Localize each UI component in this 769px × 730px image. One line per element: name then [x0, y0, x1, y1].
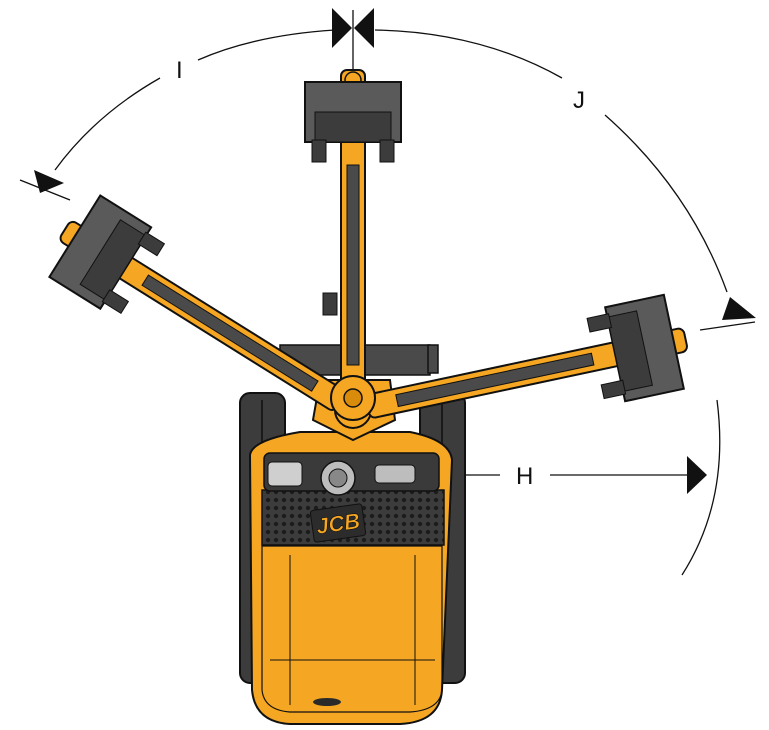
arrowhead-top-left [332, 8, 352, 48]
label-j: J [573, 87, 585, 114]
arrowhead-h-right [687, 456, 707, 494]
arrowhead-i-end [34, 170, 64, 193]
gauge-cluster [267, 461, 303, 487]
arrowhead-j-end [722, 297, 756, 320]
boom-left [48, 194, 346, 411]
dimension-arc-j-upper [374, 29, 563, 79]
boom-center [304, 69, 402, 396]
jcb-logo: JCB [309, 503, 367, 543]
rear-lamp [313, 698, 341, 706]
boom-right [365, 293, 688, 419]
dimension-arc-i-upper [197, 29, 336, 61]
label-i: I [176, 57, 183, 84]
switch-panel [374, 464, 416, 484]
dimension-arc-i-lower [54, 77, 161, 171]
arrowhead-top-right [354, 8, 374, 48]
canopy-outline [261, 545, 443, 713]
boom-hub [330, 375, 376, 421]
dimension-arc-h [681, 399, 721, 576]
label-h: H [516, 463, 533, 490]
dimension-arc-j-lower [604, 114, 728, 293]
machine-body: JCB [248, 431, 454, 725]
extension-line-right [699, 321, 756, 331]
